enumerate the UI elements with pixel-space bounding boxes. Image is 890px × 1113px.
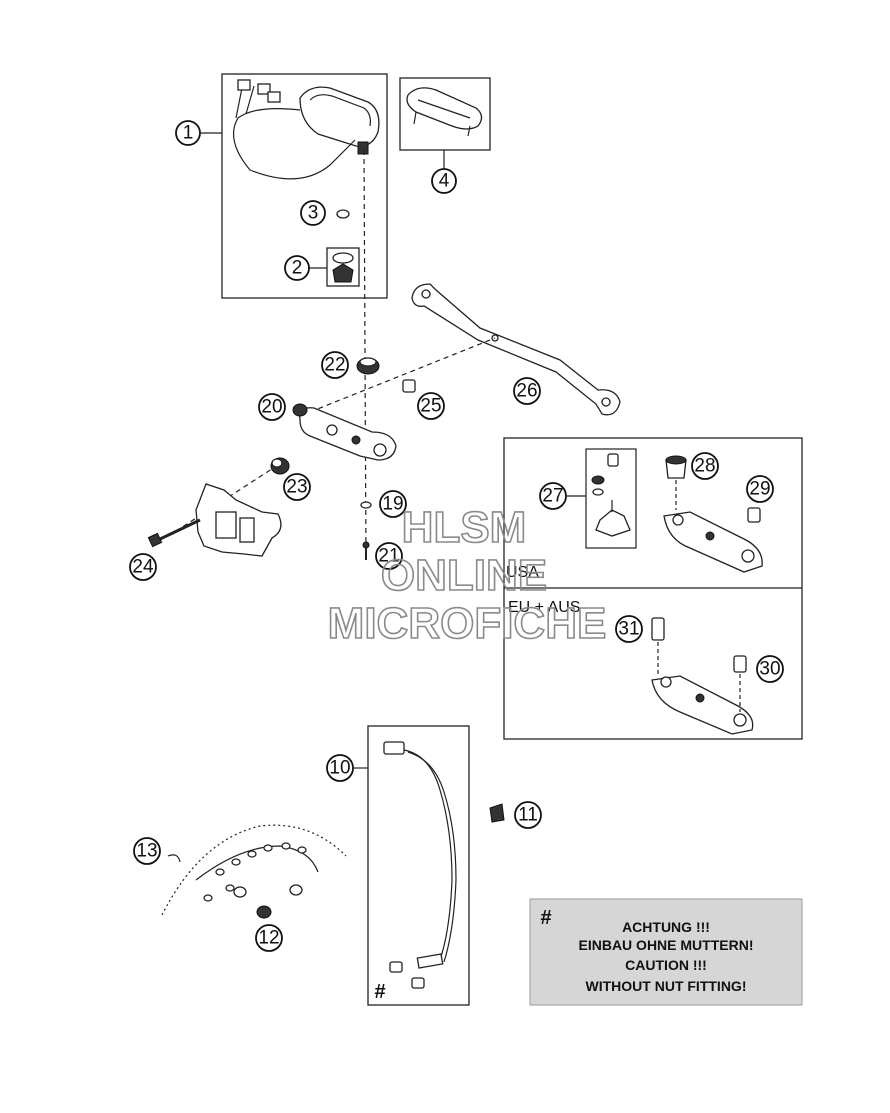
callout-26: 26 xyxy=(513,377,541,405)
svg-text:19: 19 xyxy=(382,494,403,515)
rubber-bushing xyxy=(270,457,290,475)
eu-pin-short xyxy=(733,655,747,673)
group-box-sensor xyxy=(367,725,470,1006)
washer xyxy=(360,501,372,509)
svg-text:23: 23 xyxy=(286,477,307,498)
callout-23: 23 xyxy=(283,473,311,501)
display-unit xyxy=(406,87,483,137)
callout-13: 13 xyxy=(133,837,161,865)
callout-4: 4 xyxy=(431,168,457,194)
callout-24: 24 xyxy=(129,553,157,581)
callout-10: 10 xyxy=(326,754,354,782)
watermark: HLSM ONLINE MICROFICHE xyxy=(327,502,607,649)
svg-text:11: 11 xyxy=(518,805,538,826)
svg-text:21: 21 xyxy=(378,546,399,567)
sensor-clip xyxy=(489,803,505,823)
mounting-bracket xyxy=(195,483,282,557)
svg-text:3: 3 xyxy=(308,203,319,224)
svg-text:2: 2 xyxy=(292,258,303,279)
o-ring-small xyxy=(336,209,350,219)
callout-28: 28 xyxy=(691,452,719,480)
hex-bolt xyxy=(147,518,201,548)
watermark-line-1: HLSM xyxy=(402,503,527,552)
screw xyxy=(362,541,370,560)
note-line-4: WITHOUT NUT FITTING! xyxy=(586,978,747,994)
callout-29: 29 xyxy=(746,475,774,503)
callout-12: 12 xyxy=(255,924,283,952)
callout-21: 21 xyxy=(375,542,403,570)
speedometer-unit xyxy=(232,79,380,180)
callout-31: 31 xyxy=(615,615,643,643)
svg-text:10: 10 xyxy=(329,758,350,779)
rubber-bushing-top xyxy=(356,357,380,375)
svg-text:13: 13 xyxy=(136,841,157,862)
callout-22: 22 xyxy=(321,351,349,379)
group-box-speedometer xyxy=(221,73,388,299)
note-line-3: CAUTION !!! xyxy=(625,957,707,973)
svg-text:26: 26 xyxy=(516,381,537,402)
usa-pin xyxy=(747,507,761,523)
group-box-display xyxy=(399,77,491,151)
callout-11: 11 xyxy=(514,801,542,829)
eu-aus-label: EU + AUS xyxy=(508,599,580,616)
watermark-line-3: MICROFICHE xyxy=(328,599,607,648)
usa-holder-plate xyxy=(663,511,763,573)
holder-plate xyxy=(292,403,397,461)
speed-sensor-cable xyxy=(383,741,457,989)
usa-label: USA xyxy=(506,564,539,581)
magnet xyxy=(256,905,272,919)
svg-text:29: 29 xyxy=(749,479,770,500)
sub-box-pins xyxy=(585,448,637,549)
svg-text:31: 31 xyxy=(618,619,639,640)
svg-text:30: 30 xyxy=(759,659,780,680)
svg-text:27: 27 xyxy=(542,486,563,507)
usa-bushing xyxy=(665,455,687,479)
svg-text:4: 4 xyxy=(439,171,450,192)
sensor-hash-mark: # xyxy=(374,981,385,1003)
callout-3: 3 xyxy=(300,200,326,226)
svg-text:12: 12 xyxy=(258,928,279,949)
callout-20: 20 xyxy=(258,393,286,421)
svg-text:28: 28 xyxy=(694,456,715,477)
callout-25: 25 xyxy=(417,392,445,420)
note-line-2: EINBAU OHNE MUTTERN! xyxy=(579,937,754,953)
eu-holder-plate xyxy=(651,675,754,735)
eu-pin-long xyxy=(651,617,665,641)
note-line-1: ACHTUNG !!! xyxy=(622,919,710,935)
warning-note: # ACHTUNG !!! EINBAU OHNE MUTTERN! CAUTI… xyxy=(529,898,803,1006)
callout-19: 19 xyxy=(379,490,407,518)
brake-disc xyxy=(161,824,347,916)
spacer-sleeve xyxy=(402,379,416,393)
svg-text:1: 1 xyxy=(183,123,194,144)
svg-text:20: 20 xyxy=(261,397,282,418)
svg-text:22: 22 xyxy=(324,355,345,376)
callout-30: 30 xyxy=(756,655,784,683)
svg-text:25: 25 xyxy=(420,396,441,417)
cable-seal xyxy=(326,247,360,287)
note-hash-mark: # xyxy=(540,907,551,929)
callout-27: 27 xyxy=(539,482,567,510)
watermark-line-2: ONLINE xyxy=(381,551,547,600)
callout-2: 2 xyxy=(284,255,310,281)
svg-text:24: 24 xyxy=(132,557,154,578)
callout-1: 1 xyxy=(175,120,201,146)
retaining-ring xyxy=(167,854,181,863)
